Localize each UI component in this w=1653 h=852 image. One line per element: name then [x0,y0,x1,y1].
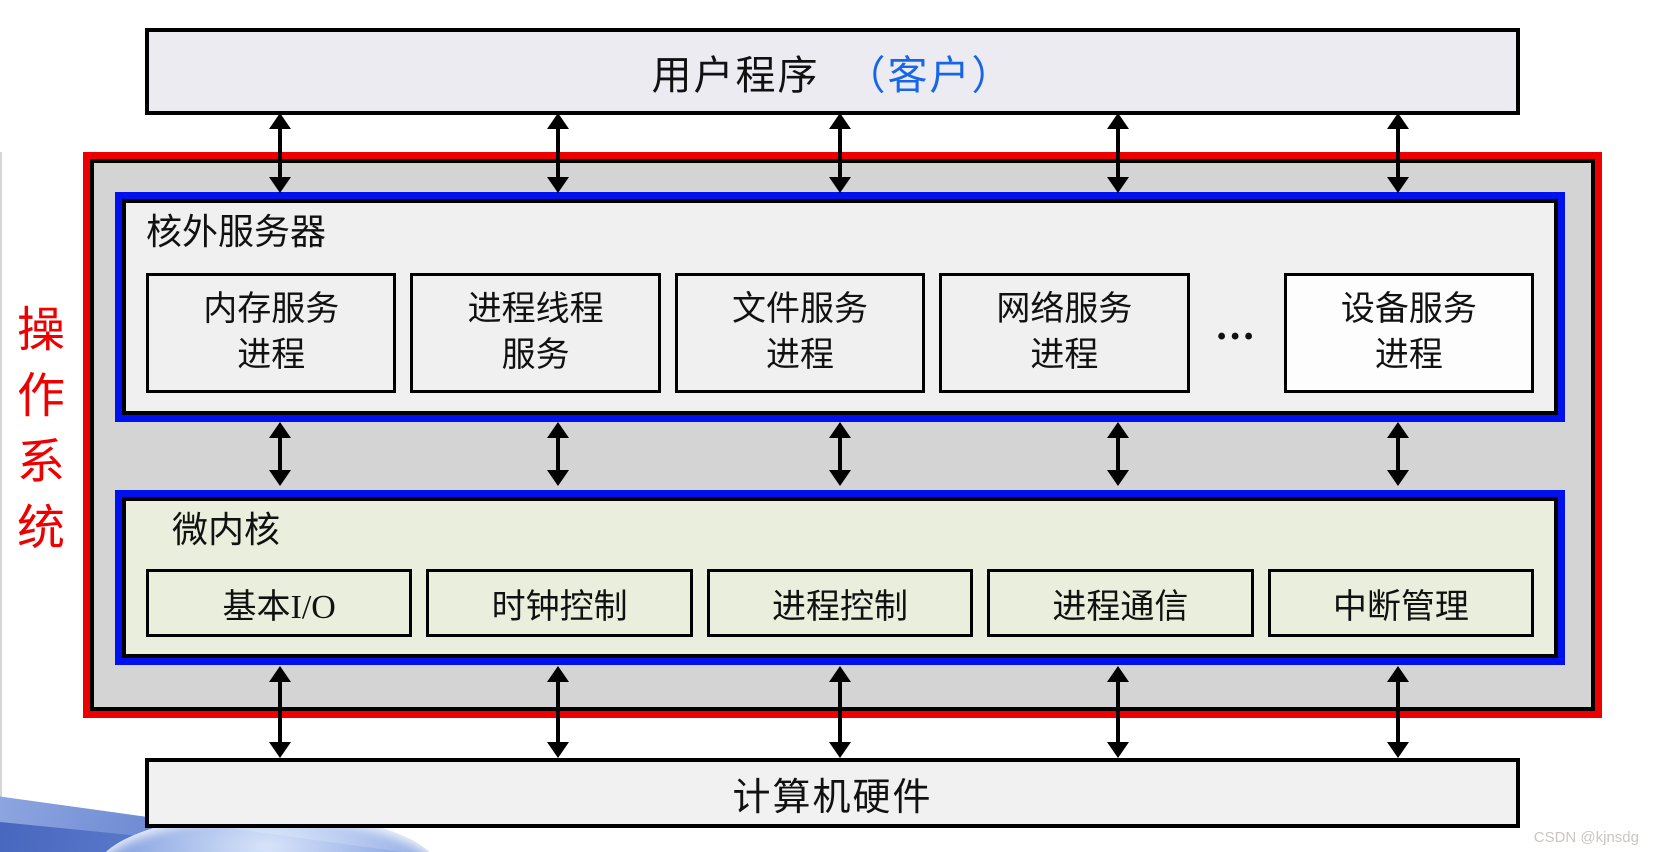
process-thread-service-label: 进程线程 服务 [467,291,604,374]
user-program-layer: 用户程序 （客户） [145,28,1520,115]
double-arrow [1107,666,1129,758]
basic-io-box: 基本I/O [146,569,413,637]
user-program-label: 用户程序 [651,52,820,98]
double-arrow [829,113,851,193]
basic-io-label: 基本I/O [222,588,336,626]
double-arrow [269,666,291,758]
double-arrow [547,113,569,193]
clock-control-box: 时钟控制 [426,569,693,637]
double-arrow [1107,422,1129,486]
microkernel-layer: 微内核 基本I/O 时钟控制 进程控制 进程通信 中断管理 [115,490,1565,665]
file-service-process-label: 文件服务 进程 [732,291,869,374]
servers-layer-title: 核外服务器 [146,212,327,252]
left-edge-line [0,152,2,852]
double-arrow [547,422,569,486]
network-service-process-box: 网络服务 进程 [939,273,1190,393]
hardware-label: 计算机硬件 [732,776,933,819]
kernel-module-row: 基本I/O 时钟控制 进程控制 进程通信 中断管理 [146,569,1535,637]
ellipsis: ... [1216,303,1257,349]
double-arrow [829,666,851,758]
servers-layer: 核外服务器 内存服务 进程 进程线程 服务 文件服务 进程 网络服务 进程 ..… [115,192,1565,422]
interrupt-management-box: 中断管理 [1267,569,1535,637]
watermark: CSDN @kjnsdg [1533,829,1639,846]
process-communication-box: 进程通信 [987,569,1254,637]
server-process-row: 内存服务 进程 进程线程 服务 文件服务 进程 网络服务 进程 ... 设备服务… [146,273,1535,393]
double-arrow [1107,113,1129,193]
process-control-label: 进程控制 [772,588,909,626]
hardware-layer: 计算机硬件 [145,758,1520,828]
file-service-process-box: 文件服务 进程 [674,273,926,393]
client-label: （客户） [845,52,1014,98]
network-service-process-label: 网络服务 进程 [996,291,1133,374]
double-arrow [1387,113,1409,193]
process-thread-service-box: 进程线程 服务 [410,273,661,393]
double-arrow [269,113,291,193]
clock-control-label: 时钟控制 [491,588,628,626]
double-arrow [269,422,291,486]
device-service-process-label: 设备服务 进程 [1340,291,1477,374]
interrupt-management-label: 中断管理 [1332,588,1469,626]
memory-service-process-box: 内存服务 进程 [146,273,397,393]
memory-service-process-label: 内存服务 进程 [203,291,340,374]
operating-system-label: 操作系统 [16,304,65,555]
process-control-box: 进程控制 [706,569,974,637]
double-arrow [1387,422,1409,486]
device-service-process-box: 设备服务 进程 [1283,273,1535,393]
microkernel-title: 微内核 [172,510,281,550]
double-arrow [1387,666,1409,758]
double-arrow [829,422,851,486]
double-arrow [547,666,569,758]
process-communication-label: 进程通信 [1052,588,1189,626]
